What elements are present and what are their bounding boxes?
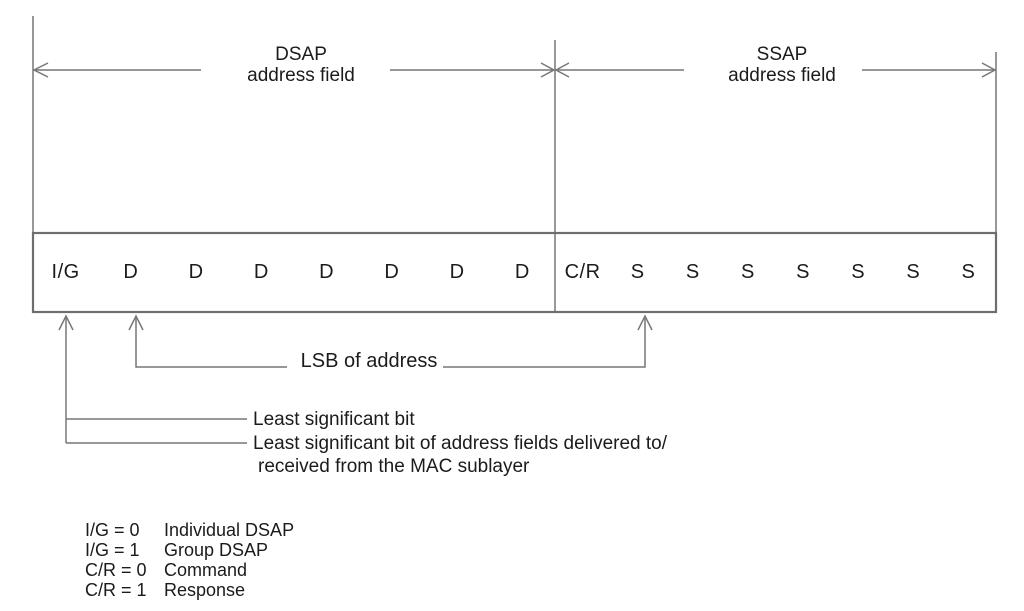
bit-cell: S bbox=[851, 261, 866, 283]
bit-cell: D bbox=[188, 261, 204, 283]
lsb-mac-sublayer-label-line1: Least significant bit of address fields … bbox=[253, 433, 668, 454]
guide-lines bbox=[32, 16, 997, 312]
ssap-field-label-line2: address field bbox=[722, 65, 842, 86]
bit-cell: S bbox=[685, 261, 700, 283]
bit-cell: D bbox=[253, 261, 269, 283]
bit-cell: D bbox=[514, 261, 530, 283]
least-significant-bit-label: Least significant bit bbox=[253, 409, 415, 430]
bit-cell: S bbox=[906, 261, 921, 283]
legend: I/G = 0 Individual DSAP I/G = 1 Group DS… bbox=[85, 520, 294, 600]
legend-key: C/R = 1 bbox=[85, 580, 147, 600]
ssap-bit-cells: C/R S S S S S S S bbox=[555, 234, 996, 311]
ssap-field-label: SSAP address field bbox=[672, 44, 892, 86]
bit-cell-ig: I/G bbox=[51, 261, 80, 283]
legend-value: Response bbox=[164, 580, 246, 600]
bit-cell: S bbox=[796, 261, 810, 283]
lsb-mac-sublayer-label: Least significant bit of address fields … bbox=[253, 432, 667, 478]
legend-key: C/R = 0 bbox=[85, 560, 147, 580]
ig-pointer-line bbox=[58, 314, 247, 444]
legend-key: I/G = 0 bbox=[85, 520, 140, 540]
bit-cell-cr: C/R bbox=[564, 261, 601, 283]
dsap-bit-cells: I/G D D D D D D D bbox=[33, 234, 555, 311]
bit-cell: D bbox=[384, 261, 400, 283]
bit-cell: D bbox=[123, 261, 139, 283]
lsb-mac-sublayer-label-line2: received from the MAC sublayer bbox=[258, 456, 530, 477]
bit-cell: D bbox=[319, 261, 335, 283]
dsap-span-arrow bbox=[32, 62, 556, 78]
dsap-field-label: DSAP address field bbox=[191, 44, 411, 86]
legend-value: Group DSAP bbox=[164, 540, 269, 560]
lsb-bracket bbox=[128, 314, 653, 368]
ssap-field-label-line1: SSAP bbox=[672, 44, 892, 65]
legend-key: I/G = 1 bbox=[85, 540, 140, 560]
bit-cell: S bbox=[630, 261, 645, 283]
legend-value: Command bbox=[164, 560, 248, 580]
ssap-span-arrow bbox=[554, 62, 997, 78]
field-box-border bbox=[31, 231, 998, 314]
lsb-of-address-label: LSB of address bbox=[300, 350, 438, 372]
legend-value: Individual DSAP bbox=[164, 520, 295, 540]
bit-cell: D bbox=[449, 261, 465, 283]
dsap-field-label-line2: address field bbox=[241, 65, 361, 86]
bit-cell: S bbox=[741, 261, 755, 283]
bit-cell: S bbox=[961, 261, 976, 283]
dsap-field-label-line1: DSAP bbox=[191, 44, 411, 65]
